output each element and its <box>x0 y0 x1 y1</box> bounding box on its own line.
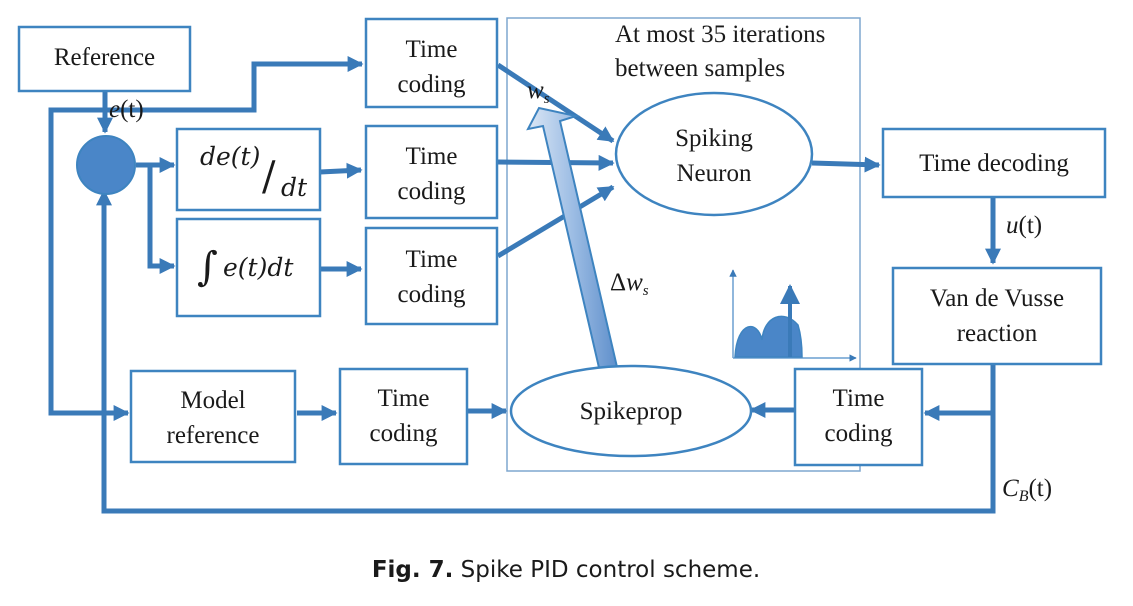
time-coding-box-2 <box>364 124 499 220</box>
feedback-line <box>95 189 996 514</box>
weight-update-arrow <box>526 106 619 374</box>
integral-box <box>175 217 322 318</box>
iteration-region <box>506 17 861 472</box>
time-coding-box-4 <box>338 367 469 466</box>
time-coding-4-line2: coding <box>369 420 438 447</box>
sum-to-integral-arrow <box>147 165 176 275</box>
derivative-to-time-coding-2-arrow <box>319 162 363 179</box>
model-reference-line2: reference <box>167 422 260 449</box>
derivative-box <box>175 127 322 212</box>
time-decoding-box <box>881 127 1107 199</box>
time-coding-2-line2: coding <box>397 178 466 205</box>
spiking-neuron-line2: Neuron <box>677 160 752 187</box>
reference-label: Reference <box>54 44 155 71</box>
spiking-neuron-line1: Spiking <box>675 125 753 152</box>
iteration-annotation-line2: between samples <box>615 55 785 82</box>
time-coding-1-to-neuron-arrow <box>496 62 615 144</box>
model-reference-line1: Model <box>180 387 245 414</box>
reference-to-model-arrow <box>48 107 130 422</box>
plant-box <box>891 266 1103 366</box>
time-coding-5-line1: Time <box>833 385 885 412</box>
time-coding-box-5 <box>793 367 924 467</box>
integral-sign: ∫ <box>197 244 218 290</box>
spikeprop-node <box>509 364 753 458</box>
delta-weight-label: Δws <box>610 269 649 299</box>
spiking-neuron-node <box>614 91 814 217</box>
spike-plot-icon <box>729 269 857 362</box>
figure-caption: Fig. 7. Spike PID control scheme. <box>372 557 760 583</box>
error-to-time-coding-1-arrow <box>105 55 364 113</box>
neuron-to-time-decoding-arrow <box>811 156 881 173</box>
time-coding-1-line2: coding <box>397 71 466 98</box>
derivative-numerator: de(t) <box>200 142 260 171</box>
output-signal-label: CB(t) <box>1002 475 1052 505</box>
derivative-denominator: dt <box>281 173 308 202</box>
error-signal-label: e(t) <box>109 96 144 123</box>
time-coding-box-1 <box>364 17 499 109</box>
model-reference-box <box>129 369 297 464</box>
time-coding-3-to-neuron-arrow <box>496 184 615 259</box>
time-coding-5-line2: coding <box>824 420 893 447</box>
time-coding-2-line1: Time <box>406 143 458 170</box>
integral-body: e(t)dt <box>223 253 294 282</box>
output-to-time-coding-5-arrow <box>923 364 996 422</box>
time-decoding-label: Time decoding <box>919 150 1069 177</box>
plant-line1: Van de Vusse <box>930 285 1064 312</box>
summing-junction <box>76 135 136 195</box>
plant-line2: reaction <box>957 320 1038 347</box>
time-coding-3-line1: Time <box>406 246 458 273</box>
derivative-slash: / <box>262 154 276 200</box>
time-coding-3-line2: coding <box>397 281 466 308</box>
time-coding-box-3 <box>364 226 499 326</box>
iteration-annotation-line1: At most 35 iterations <box>615 21 825 48</box>
control-signal-label: u(t) <box>1006 212 1042 239</box>
time-coding-1-line1: Time <box>406 36 458 63</box>
time-coding-4-line1: Time <box>378 385 430 412</box>
weight-label: ws <box>527 77 550 107</box>
spikeprop-label: Spikeprop <box>580 398 683 425</box>
reference-box <box>17 25 192 93</box>
